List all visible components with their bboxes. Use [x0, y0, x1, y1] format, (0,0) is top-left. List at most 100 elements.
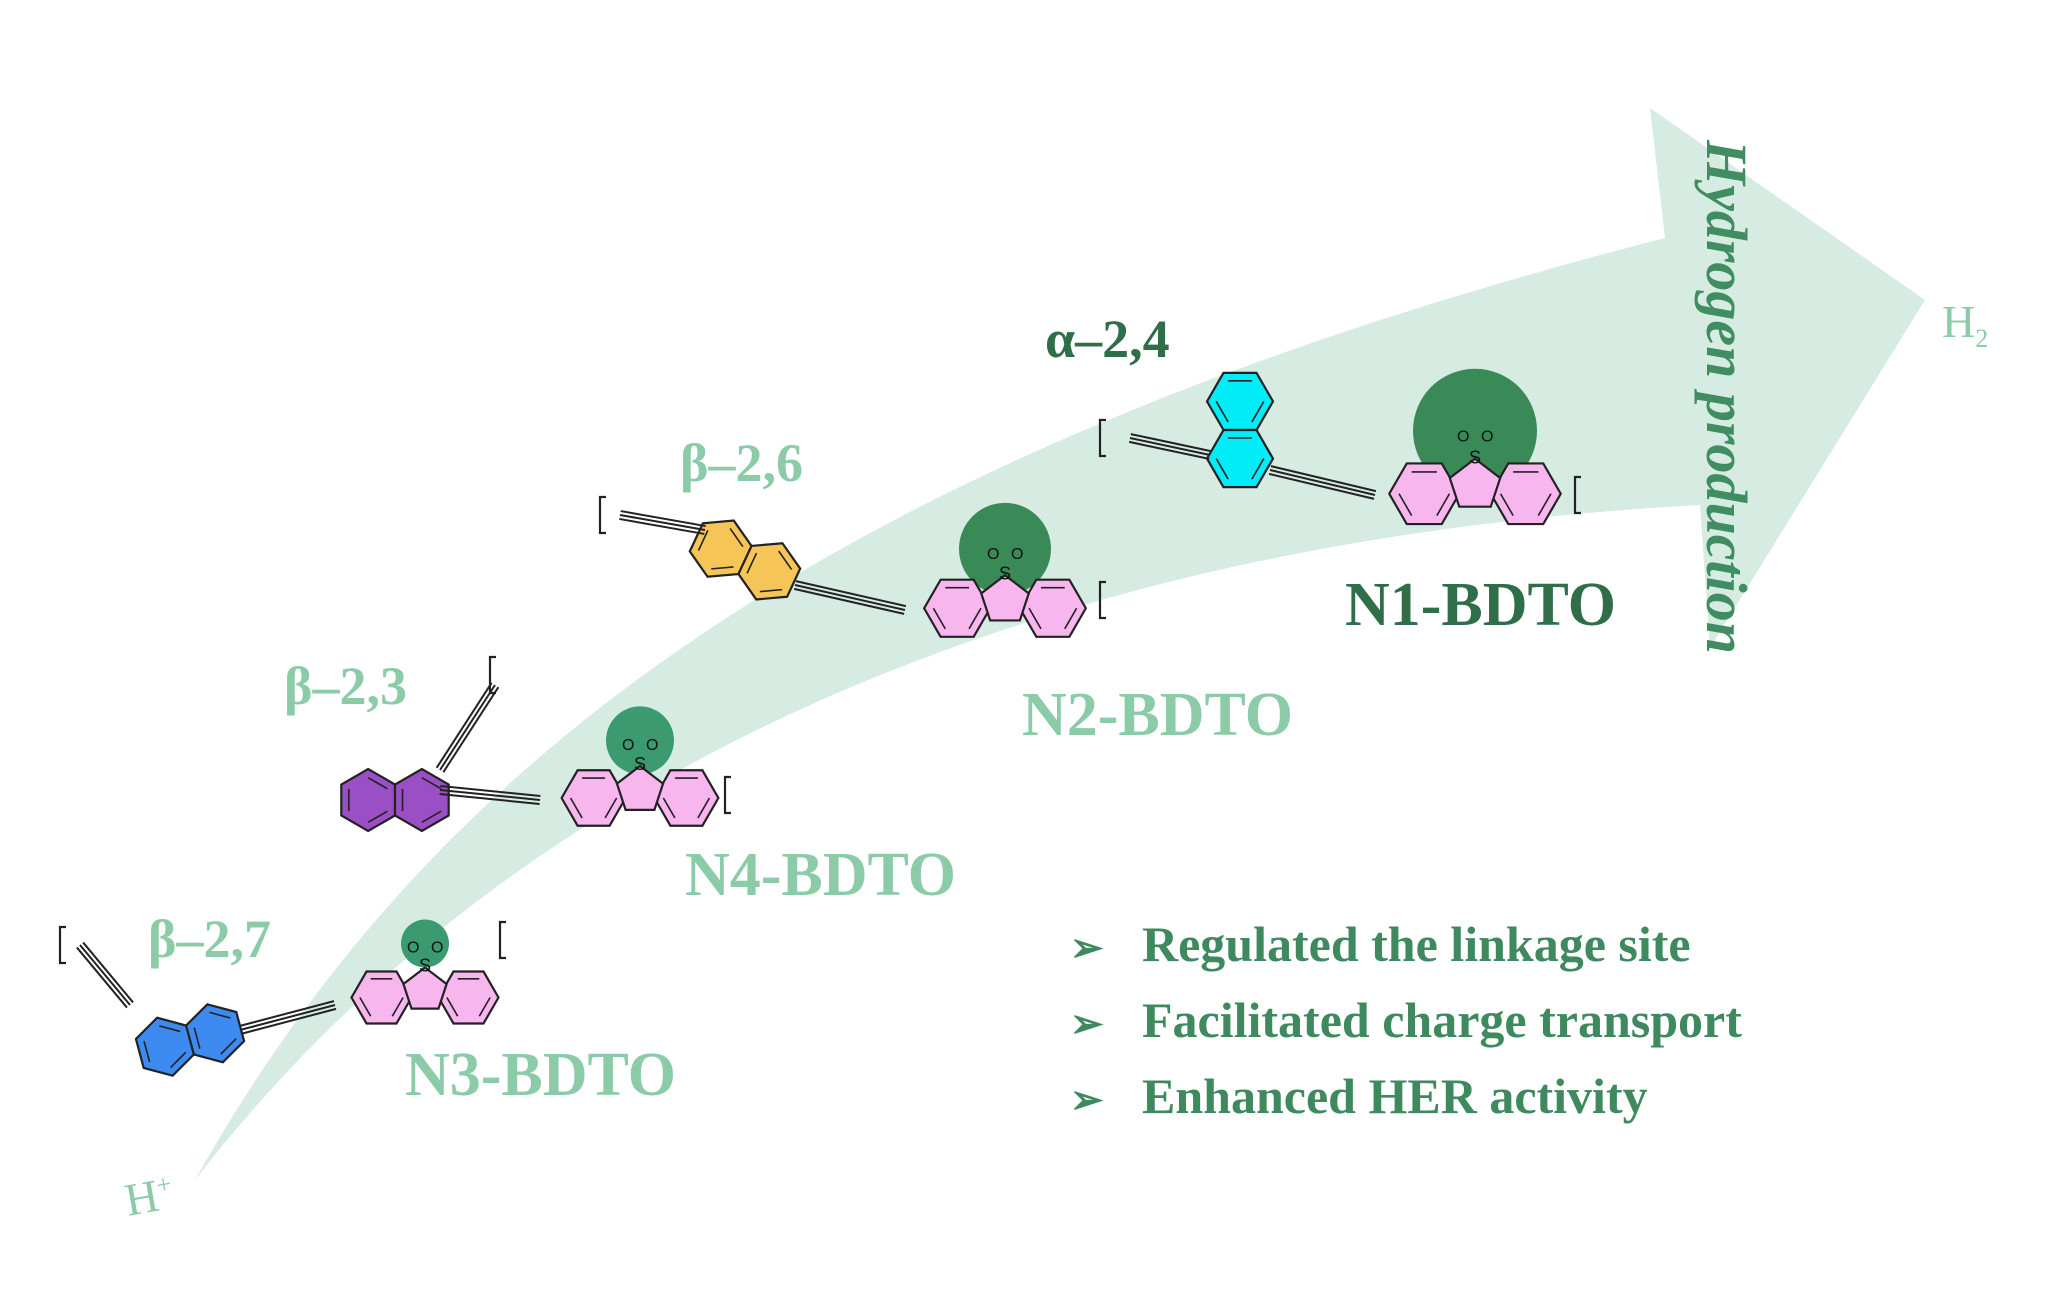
- bdto-n2-oxygen-atom: O: [1011, 546, 1023, 563]
- naphthalene-n2-ring-bond: [711, 566, 734, 570]
- alkyne-n3-end: [82, 941, 134, 1004]
- highlight-item: ➢Regulated the linkage site: [1070, 908, 1742, 984]
- bracket-n1-right: [1573, 475, 1581, 515]
- naphthalene-n3-ring-bond: [169, 1051, 187, 1069]
- bdto-n2-benzene-bond: [932, 607, 946, 630]
- proton-label: H+: [120, 1168, 174, 1226]
- bdto-n1-benzene-bond: [1398, 493, 1413, 516]
- alkyne-n2-end: [619, 517, 705, 535]
- alkyne-n3: [238, 1000, 335, 1028]
- alkyne-n1-end: [1130, 433, 1212, 453]
- hydrogen-gas-label: H2: [1942, 296, 1989, 354]
- bdto-n3-benzene-bond: [391, 997, 404, 1017]
- bdto-n1-benzene-bond: [1537, 493, 1552, 516]
- bdto-n4-sulfur-atom: S: [634, 754, 646, 774]
- bdto-n4-benzene-bond: [569, 797, 583, 819]
- bdto-n1-oxygen-atom: O: [1457, 428, 1469, 445]
- alkyne-n4-end: [435, 682, 493, 769]
- alkyne-n3: [240, 1007, 337, 1035]
- bdto-n4-oxygen-atom: O: [622, 737, 634, 754]
- naphthalene-n4-ring: [393, 767, 450, 833]
- highlights-list: ➢Regulated the linkage site ➢Facilitated…: [1070, 908, 1742, 1136]
- alkyne-n1: [1268, 472, 1375, 500]
- naphthalene-n2-ring-bond: [778, 550, 793, 570]
- naphthalene-n3-ring-bond: [143, 1040, 151, 1063]
- bracket-n3-left: [58, 925, 66, 965]
- naphthalene-n3-ring-bond: [159, 1025, 181, 1033]
- alkyne-n1-end: [1128, 440, 1210, 460]
- site-label-n4: β–2,3: [284, 656, 407, 716]
- polymer-name-n3: N3-BDTO: [405, 1041, 677, 1109]
- naphthalene-n3-ring-bond: [220, 1038, 237, 1055]
- alkyne-n1-end: [1129, 437, 1211, 456]
- bracket-n1-left: [1098, 418, 1106, 458]
- bdto-n2-oxygen-atom: O: [987, 546, 999, 563]
- alkyne-n2: [795, 580, 907, 608]
- naphthalene-n4-ring-bond: [421, 776, 442, 790]
- bdto-n1-sulfur-atom: S: [1469, 447, 1481, 467]
- naphthalene-n4-ring-bond: [367, 776, 388, 790]
- alkyne-n2-end: [619, 514, 706, 531]
- site-label-n1: α–2,4: [1045, 309, 1170, 369]
- alkyne-n2: [794, 584, 906, 611]
- naphthalene-n1-ring-bond: [1251, 401, 1265, 423]
- naphthalene-n2-ring-bond: [729, 527, 744, 548]
- site-label-n2: β–2,6: [680, 433, 803, 493]
- alkyne-n4: [440, 785, 541, 798]
- bdto-n3-sulfone-highlight: [401, 919, 449, 968]
- naphthalene-n3-ring-bond: [193, 1027, 201, 1049]
- bracket-n4-right: [723, 775, 731, 815]
- bdto-n4-benzene-bond: [662, 797, 676, 819]
- bracket-n2-right: [1098, 580, 1106, 620]
- bdto-n2-benzene-bond: [968, 607, 982, 630]
- bdto-n4-thiophene-ring: [615, 764, 665, 811]
- naphthalene-n4-ring-bond: [367, 810, 388, 824]
- alkyne-n2-end: [620, 510, 706, 528]
- site-label-n3: β–2,7: [148, 909, 271, 969]
- bdto-n4-benzene: [560, 769, 627, 827]
- bdto-n1-sulfone-highlight: [1413, 368, 1537, 493]
- alkyne-n4: [439, 792, 540, 805]
- bdto-n1-benzene-bond: [1436, 493, 1451, 516]
- bullet-arrow-icon: ➢: [1070, 1077, 1104, 1122]
- alkyne-n4: [439, 789, 541, 801]
- naphthalene-n1-ring-bond: [1251, 458, 1265, 480]
- alkyne-n4-end: [439, 684, 496, 771]
- bdto-n3-oxygen-atom: O: [431, 940, 443, 957]
- naphthalene-n3-ring-bond: [209, 1011, 231, 1019]
- alkyne-n4-end: [442, 686, 500, 773]
- bdto-n4-benzene-bond: [604, 797, 618, 819]
- alkyne-n3: [239, 1004, 336, 1031]
- bullet-arrow-icon: ➢: [1070, 925, 1104, 970]
- polymer-name-n1: N1-BDTO: [1345, 571, 1617, 639]
- bdto-n2-sulfur-atom: S: [999, 564, 1011, 584]
- hydrogen-production-label: Hydrogen production: [1694, 140, 1759, 654]
- naphthalene-n1-ring-bond: [1215, 401, 1229, 423]
- polymer-name-n2: N2-BDTO: [1022, 681, 1294, 749]
- bdto-n3-benzene-bond: [446, 997, 459, 1017]
- alkyne-n2: [793, 587, 905, 615]
- alkyne-n1: [1270, 465, 1377, 493]
- bdto-n4-benzene-bond: [697, 797, 711, 819]
- naphthalene-n2-ring-bond: [759, 588, 783, 593]
- naphthalene-n1-ring-bond: [1215, 458, 1229, 480]
- highlight-item: ➢Enhanced HER activity: [1070, 1060, 1742, 1136]
- bracket-n2-left: [598, 495, 606, 535]
- alkyne-n3-end: [76, 946, 128, 1009]
- bdto-n3-oxygen-atom: O: [407, 940, 419, 957]
- highlight-item: ➢Facilitated charge transport: [1070, 984, 1742, 1060]
- bullet-arrow-icon: ➢: [1070, 1001, 1104, 1046]
- bdto-n2-benzene-bond: [1028, 607, 1042, 630]
- bdto-n1-benzene-bond: [1499, 493, 1514, 516]
- bdto-n3-thiophene-ring: [402, 966, 448, 1010]
- naphthalene-n2-ring-bond: [746, 552, 758, 574]
- bdto-n1-oxygen-atom: O: [1481, 428, 1493, 445]
- naphthalene-n2-ring-bond: [697, 530, 709, 551]
- bracket-n3-right: [498, 920, 506, 960]
- naphthalene-n3-ring: [134, 1016, 196, 1077]
- bdto-n2-benzene-bond: [1064, 607, 1078, 630]
- bdto-n2-sulfone-highlight: [959, 502, 1051, 595]
- naphthalene-n3-ring: [184, 1003, 246, 1064]
- bdto-n2-thiophene-ring: [979, 573, 1031, 622]
